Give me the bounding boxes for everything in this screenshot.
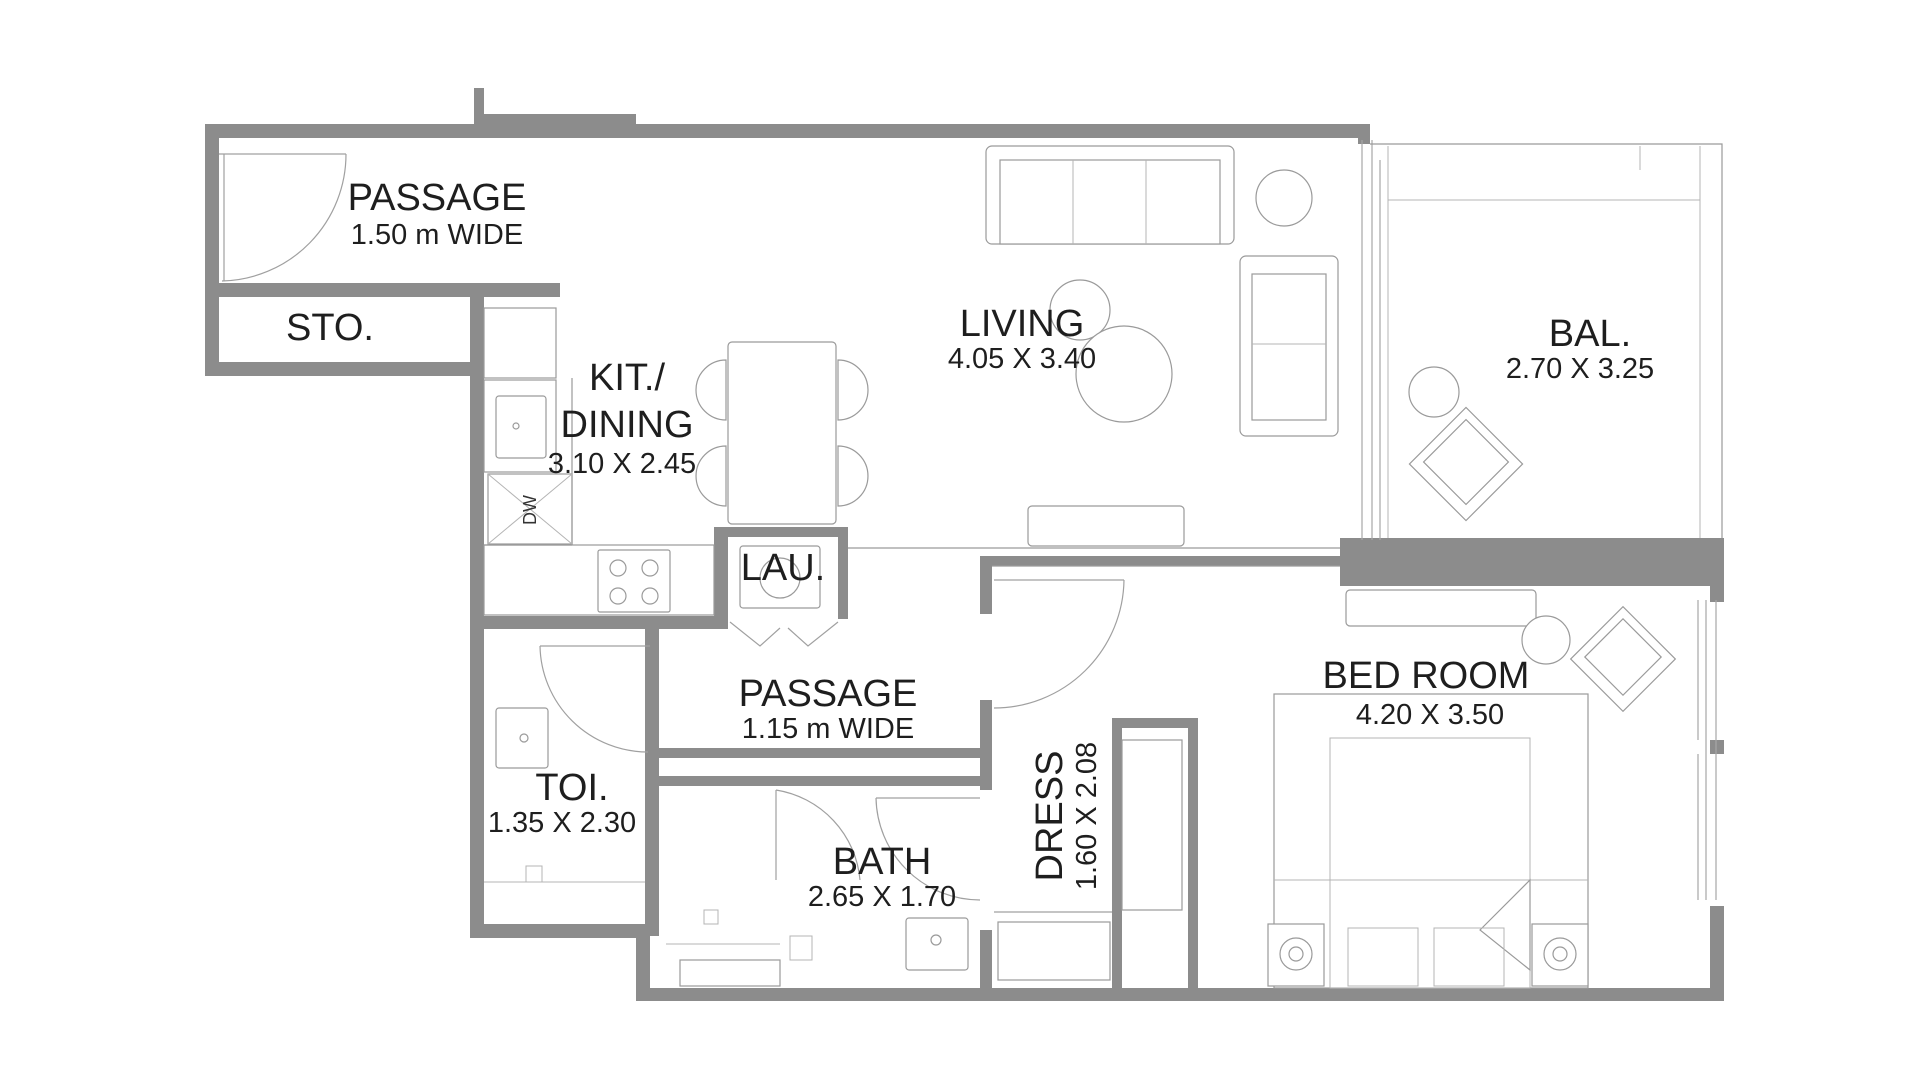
bath-dim: 2.65 X 1.70 (808, 881, 956, 913)
passage-mid-dim: 1.15 m WIDE (742, 713, 914, 745)
balcony-dim: 2.70 X 3.25 (1506, 353, 1654, 385)
living-name: LIVING (960, 303, 1085, 345)
passage-top-name: PASSAGE (348, 177, 527, 219)
toilet-name: TOI. (535, 767, 608, 809)
doors (219, 153, 1125, 913)
storage-name: STO. (286, 307, 374, 349)
room-labels: PASSAGE 1.50 m WIDE STO. KIT./ DINING 3.… (286, 177, 1654, 913)
dishwasher-label: DW (520, 495, 540, 525)
furniture (484, 145, 1677, 989)
dress-name: DRESS (1029, 751, 1071, 882)
passage-top-dim: 1.50 m WIDE (351, 219, 523, 251)
dress-dim: 1.60 X 2.08 (1071, 742, 1103, 890)
balcony-name: BAL. (1549, 313, 1631, 355)
kitchen-name-line2: DINING (561, 404, 694, 446)
bath-name: BATH (833, 841, 932, 883)
kitchen-dim: 3.10 X 2.45 (548, 448, 696, 480)
walls (205, 88, 1724, 1001)
laundry-name: LAU. (741, 547, 825, 589)
kitchen-name-line1: KIT./ (589, 357, 665, 399)
toilet-dim: 1.35 X 2.30 (488, 807, 636, 839)
bedroom-dim: 4.20 X 3.50 (1356, 699, 1504, 731)
windows (483, 140, 1723, 900)
passage-mid-name: PASSAGE (739, 673, 918, 715)
bedroom-name: BED ROOM (1323, 655, 1530, 697)
living-dim: 4.05 X 3.40 (948, 343, 1096, 375)
